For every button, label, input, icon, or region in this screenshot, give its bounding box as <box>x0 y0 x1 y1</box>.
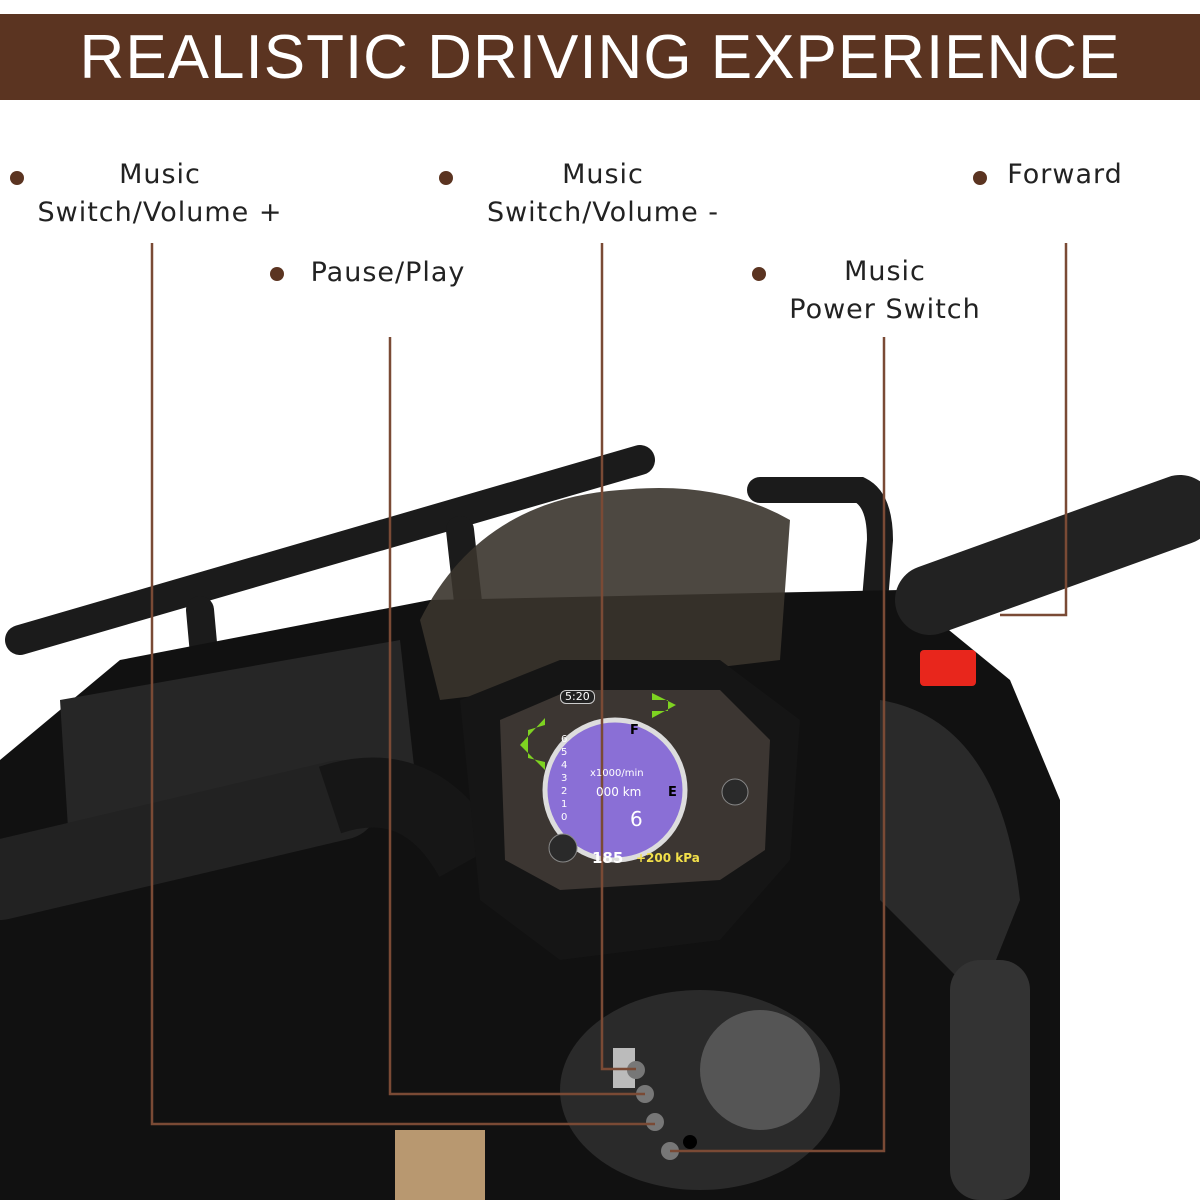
fuel-full: F <box>630 723 639 738</box>
callout-volume-down: Music Switch/Volume - <box>472 156 734 232</box>
rpm-ticks: 0 1 2 3 4 5 6 <box>561 733 575 824</box>
dash-unit: x1000/min <box>590 768 644 779</box>
rpm-tick: 4 <box>561 760 568 771</box>
bullet-dot <box>10 171 24 185</box>
callout-text: Switch/Volume - <box>486 197 720 228</box>
bullet-dot <box>752 267 766 281</box>
dash-clock: 5:20 <box>560 690 595 705</box>
left-turn-icon <box>520 718 545 770</box>
fuel-empty: E <box>668 785 677 800</box>
page-title: REALISTIC DRIVING EXPERIENCE <box>79 22 1121 92</box>
wheel <box>950 960 1030 1200</box>
header-banner: REALISTIC DRIVING EXPERIENCE <box>0 14 1200 100</box>
foot-pedal <box>395 1130 485 1200</box>
dash-odometer: 000 km <box>596 785 642 799</box>
callout-text: Music <box>562 159 644 190</box>
left-grip <box>0 760 380 920</box>
bullet-dot <box>973 171 987 185</box>
callout-text: Pause/Play <box>310 257 466 288</box>
rpm-tick: 0 <box>561 812 568 823</box>
callout-text: Forward <box>1007 159 1123 190</box>
dash-pressure: +200 kPa <box>636 851 700 865</box>
rpm-tick: 6 <box>561 734 568 745</box>
fan-icon <box>548 833 578 863</box>
aux-jack <box>683 1135 697 1149</box>
callout-text: Power Switch <box>789 294 981 325</box>
right-grip <box>895 475 1200 635</box>
rpm-tick: 1 <box>561 799 568 810</box>
callout-text: Music <box>844 256 926 287</box>
callout-pause-play: Pause/Play <box>298 254 478 292</box>
seat-heat-icon <box>721 778 749 806</box>
callout-volume-up: Music Switch/Volume + <box>30 156 290 232</box>
bullet-dot <box>270 267 284 281</box>
rpm-tick: 2 <box>561 786 568 797</box>
callout-text: Switch/Volume + <box>37 197 283 228</box>
right-turn-icon <box>652 693 676 718</box>
callout-text: Music <box>119 159 201 190</box>
speaker-grille <box>700 1010 820 1130</box>
callout-power: Music Power Switch <box>780 253 990 329</box>
rpm-tick: 3 <box>561 773 568 784</box>
callout-forward: Forward <box>1000 156 1130 194</box>
dash-speed: 185 <box>592 849 624 867</box>
dash-gear: 6 <box>630 807 643 831</box>
windshield <box>420 488 790 700</box>
speedometer-dial <box>542 717 688 863</box>
volume-up-button <box>646 1113 664 1131</box>
rpm-tick: 5 <box>561 747 568 758</box>
forward-button <box>920 650 976 686</box>
bullet-dot <box>439 171 453 185</box>
leader-lines <box>150 243 1068 1153</box>
